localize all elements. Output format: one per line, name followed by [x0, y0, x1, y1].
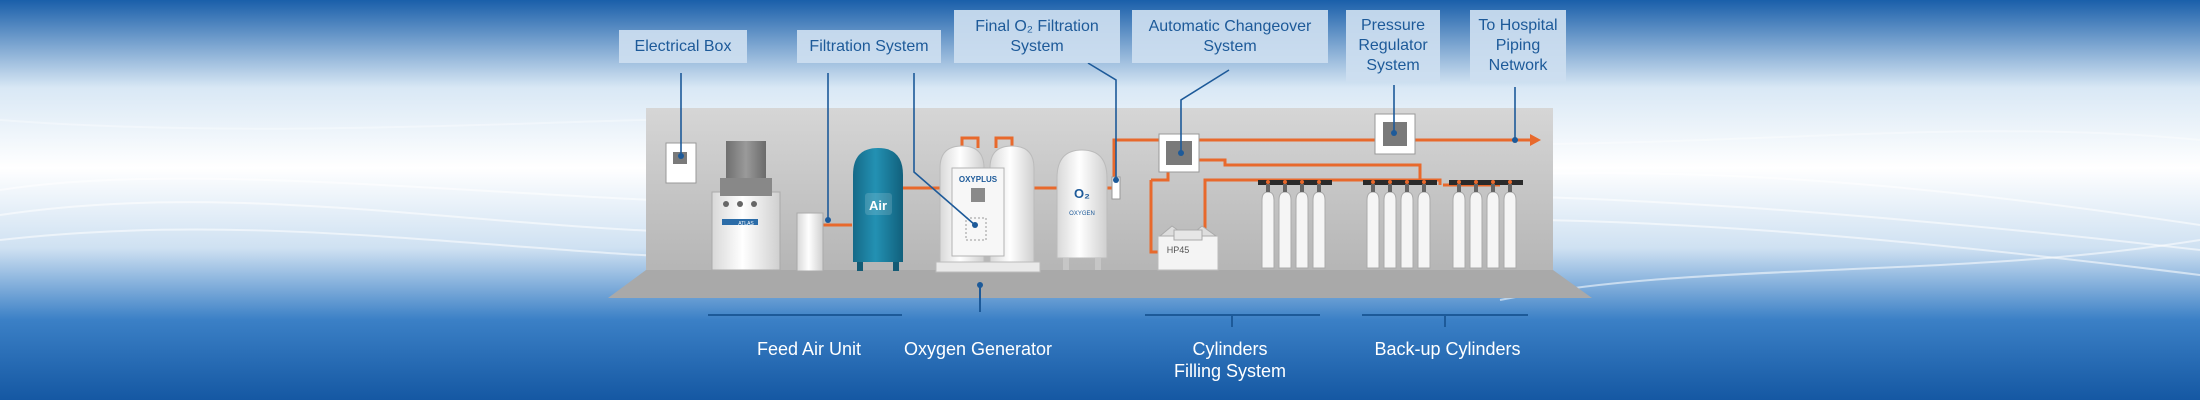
- group-brackets: [708, 285, 1528, 327]
- callout-text: To Hospital: [1478, 17, 1558, 34]
- cylinder-connector: [1283, 180, 1287, 184]
- gas-cylinder: [1383, 191, 1397, 269]
- gas-cylinder: [1417, 191, 1431, 269]
- air-receiver-tank: [853, 148, 903, 271]
- cylinder-valve: [1317, 184, 1321, 192]
- cylinder-connector: [1474, 180, 1478, 184]
- gas-cylinder: [1469, 191, 1483, 269]
- o2-tank-label: O₂: [1074, 186, 1090, 201]
- cylinder-valve: [1283, 184, 1287, 192]
- callout-text: System: [1203, 37, 1257, 55]
- callout-leader-dots: [678, 130, 1518, 288]
- cylinder-valve: [1300, 184, 1304, 192]
- cylinder-connector: [1457, 180, 1461, 184]
- pressure-regulator-box: [1374, 113, 1416, 155]
- cylinder-valve: [1508, 184, 1512, 192]
- cylinder-valve: [1422, 184, 1426, 192]
- cylinder-rack: [1449, 180, 1523, 269]
- gas-cylinder: [1452, 191, 1466, 269]
- gas-cylinder: [1278, 191, 1292, 269]
- cylinder-valve: [1388, 184, 1392, 192]
- cylinder-connector: [1317, 180, 1321, 184]
- gas-cylinder: [1295, 191, 1309, 269]
- callout-text: Filtration System: [809, 37, 929, 55]
- cylinder-connector: [1508, 180, 1512, 184]
- callout-text: System: [1366, 57, 1420, 74]
- cylinder-connector: [1371, 180, 1375, 184]
- gas-cylinder: [1486, 191, 1500, 269]
- cylinder-valve: [1405, 184, 1409, 192]
- air-compressor: [711, 141, 781, 271]
- callout-text: Automatic Changeover: [1148, 17, 1312, 35]
- cylinder-connector: [1405, 180, 1409, 184]
- o2-tank-sublabel: OXYGEN: [1069, 211, 1095, 217]
- cylinder-valve: [1491, 184, 1495, 192]
- cylinder-valve: [1266, 184, 1270, 192]
- callout-text: Pressure: [1360, 17, 1426, 34]
- cylinder-connector: [1388, 180, 1392, 184]
- cylinder-valve: [1371, 184, 1375, 192]
- booster-label: HP45: [1167, 245, 1190, 255]
- callout-leader-lines: [680, 62, 1516, 226]
- group-oxygen-generator: Oxygen Generator: [893, 338, 1063, 360]
- callout-to-hospital: To Hospital Piping Network: [1470, 10, 1566, 82]
- cylinder-connector: [1266, 180, 1270, 184]
- group-feed-air-unit: Feed Air Unit: [729, 338, 889, 360]
- filtration-unit: [796, 212, 824, 272]
- group-cylinders-filling: Cylinders Filling System: [1150, 338, 1310, 382]
- gas-cylinder: [1366, 191, 1380, 269]
- cylinder-rack: [1258, 180, 1332, 269]
- callout-automatic-changeover: Automatic Changeover System: [1132, 10, 1328, 63]
- callout-text: System: [1010, 37, 1064, 55]
- pipe-arrow-head: [1530, 134, 1541, 146]
- cylinder-racks: [1258, 180, 1523, 269]
- gas-cylinder: [1400, 191, 1414, 269]
- compressor-badge: ATLAS: [738, 221, 754, 227]
- callout-final-o2-filtration: Final O₂ Filtration System: [954, 10, 1120, 63]
- cylinder-connector: [1422, 180, 1426, 184]
- cylinder-valve: [1474, 184, 1478, 192]
- generator-brand-label: OXYPLUS: [959, 175, 998, 184]
- oxygen-receiver-tank: [1056, 149, 1121, 270]
- callout-text: Electrical Box: [634, 37, 732, 55]
- group-label-text: Oxygen Generator: [903, 339, 1053, 359]
- gas-cylinder: [1503, 191, 1517, 269]
- callout-text: Regulator: [1358, 37, 1428, 54]
- callout-pressure-regulator: Pressure Regulator System: [1346, 10, 1440, 82]
- cylinder-rack: [1363, 180, 1437, 269]
- callout-electrical-box: Electrical Box: [619, 30, 747, 63]
- hp-booster-compressor: [1157, 225, 1219, 271]
- cylinder-connector: [1300, 180, 1304, 184]
- callout-text: Piping: [1495, 37, 1541, 54]
- air-tank-label: Air: [869, 198, 887, 213]
- group-label-text: Filling System: [1173, 361, 1287, 381]
- group-label-text: Feed Air Unit: [756, 339, 862, 359]
- callout-text: Final O₂ Filtration: [975, 17, 1099, 35]
- cylinder-valve: [1457, 184, 1461, 192]
- cylinder-connector: [1491, 180, 1495, 184]
- gas-cylinder: [1312, 191, 1326, 269]
- group-label-text: Back-up Cylinders: [1374, 339, 1521, 359]
- group-backup-cylinders: Back-up Cylinders: [1365, 338, 1530, 360]
- callout-filtration-system: Filtration System: [797, 30, 941, 63]
- oxygen-generator-unit: [935, 145, 1041, 273]
- callout-text: Network: [1488, 57, 1548, 74]
- platform: [608, 270, 1592, 298]
- gas-cylinder: [1261, 191, 1275, 269]
- group-label-text: Cylinders: [1192, 339, 1268, 359]
